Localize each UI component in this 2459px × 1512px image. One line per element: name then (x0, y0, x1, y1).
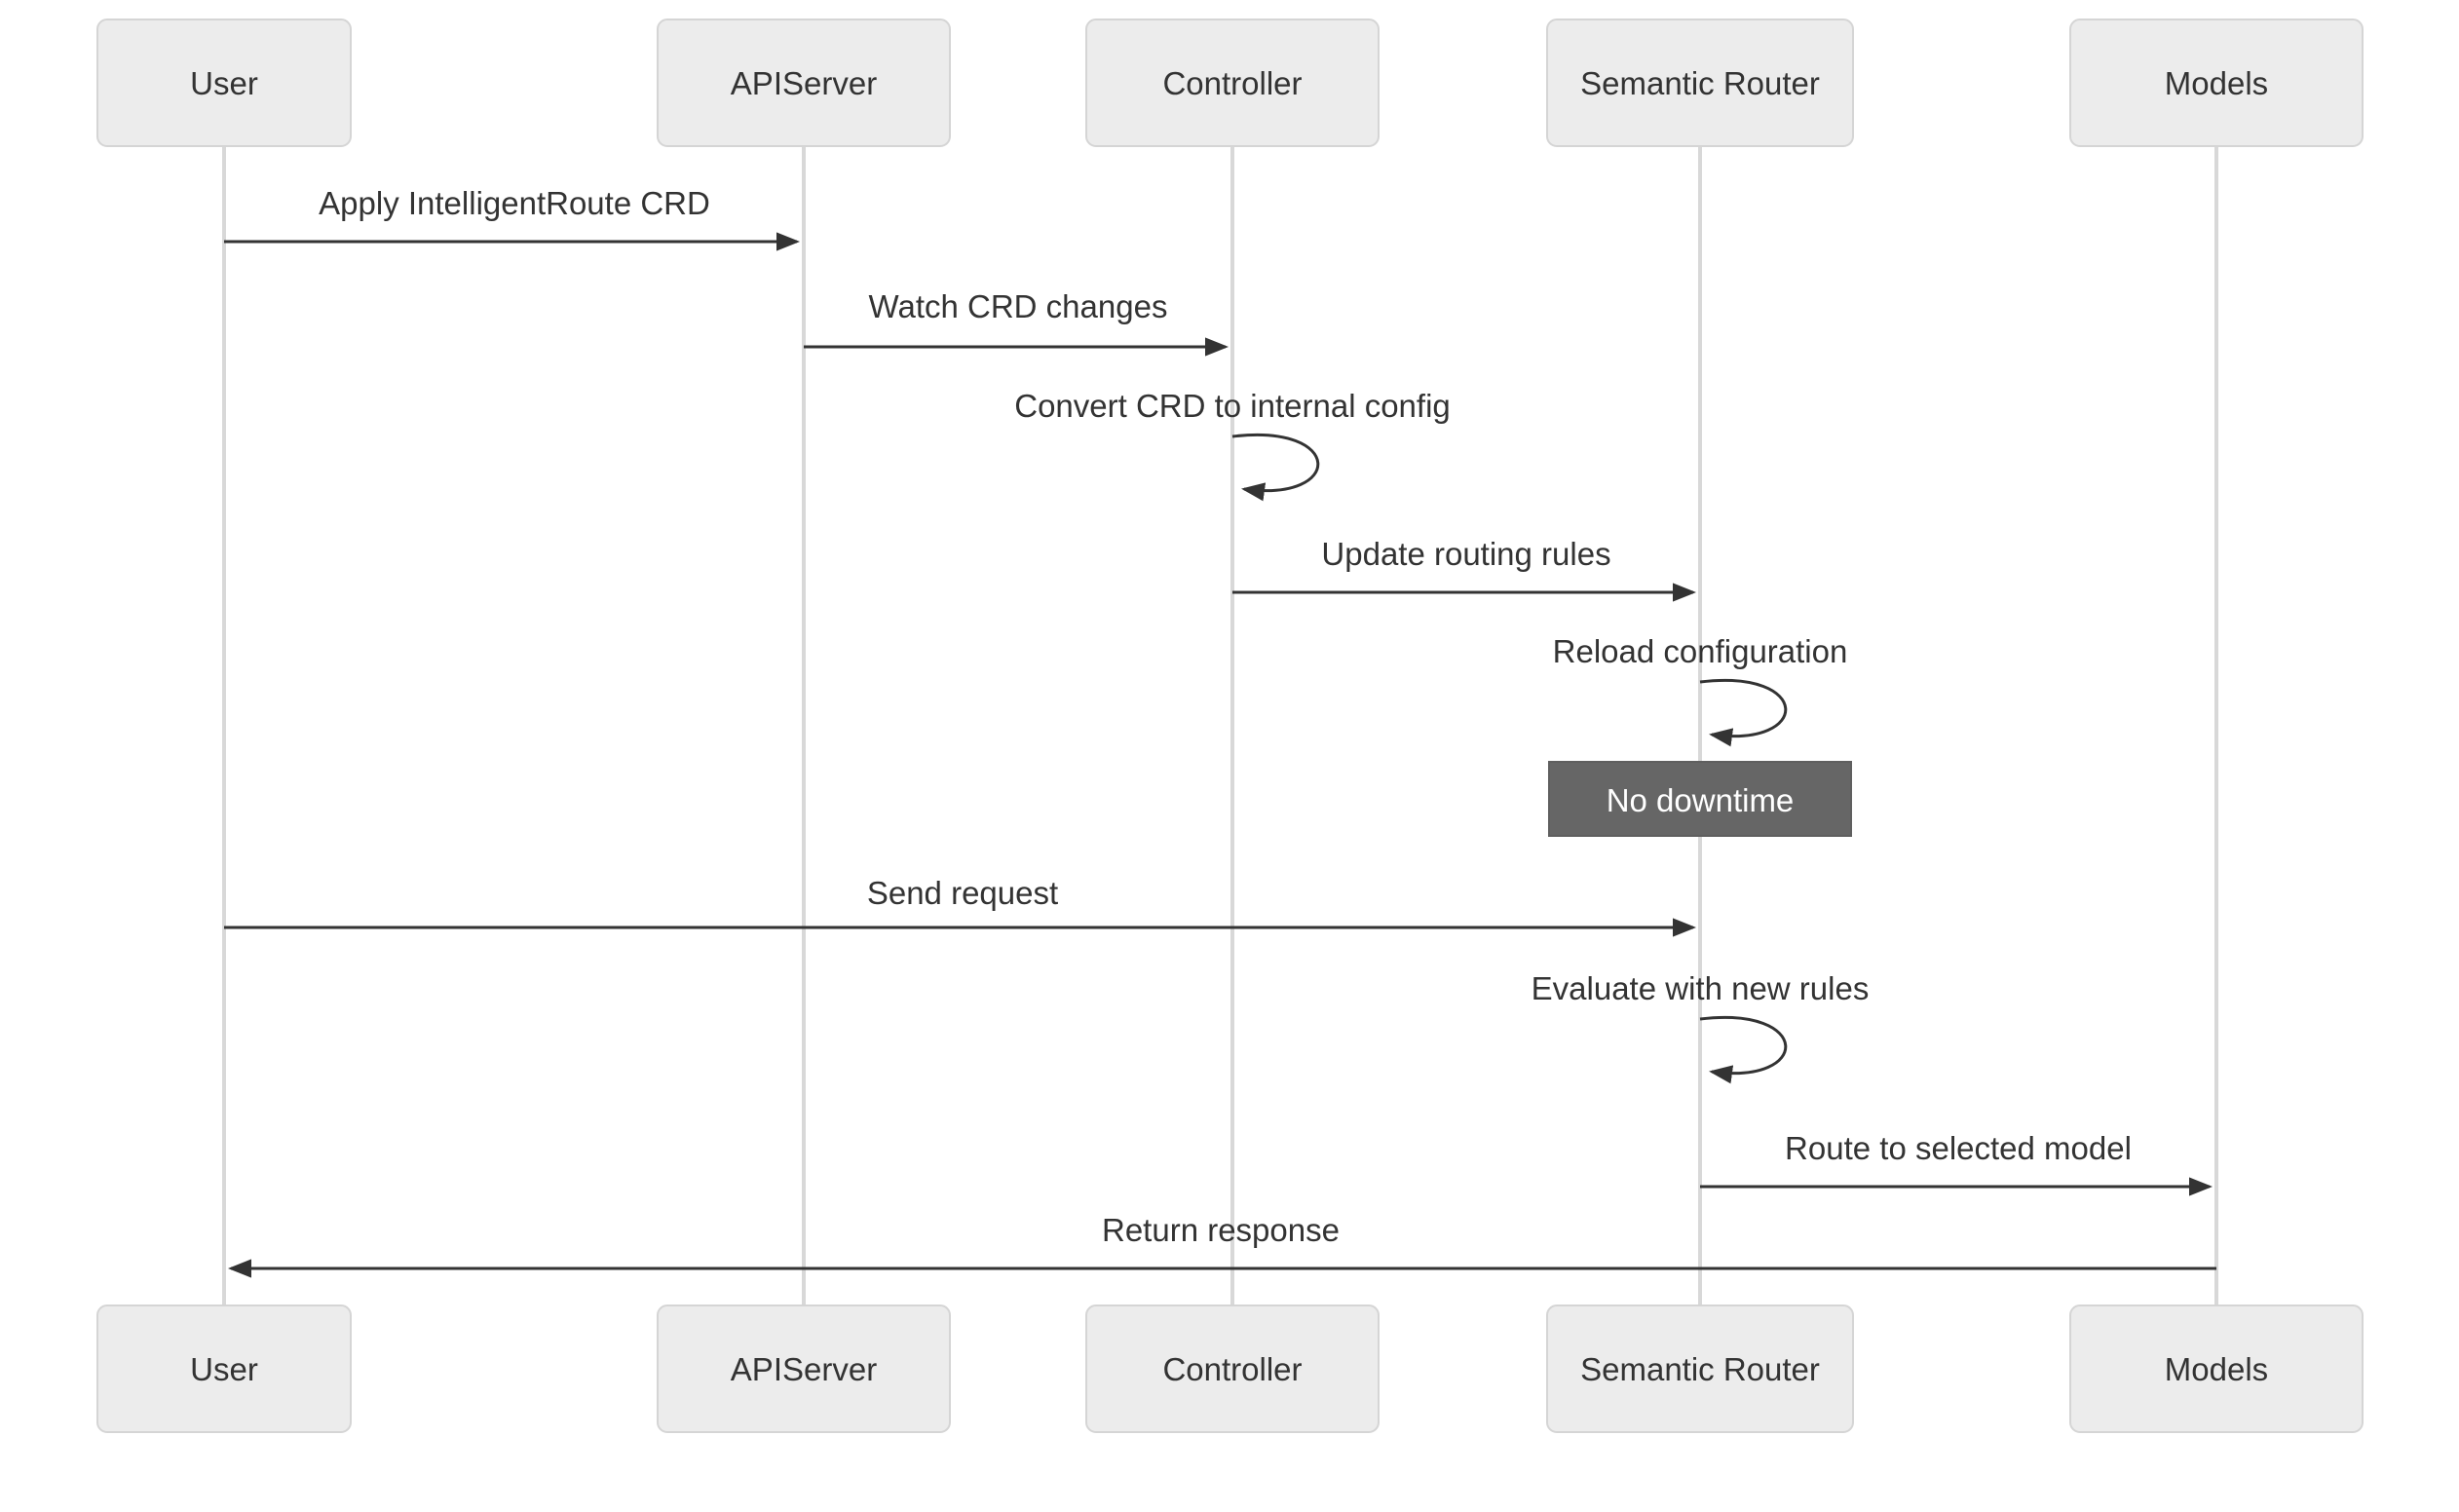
participant-apiserver-bottom-label: APIServer (731, 1351, 877, 1387)
message-return-response-label: Return response (1102, 1212, 1340, 1248)
participant-apiserver-top-box (657, 19, 951, 147)
participant-user-bottom-label: User (190, 1351, 258, 1387)
message-reload-config-label: Reload configuration (1553, 633, 1848, 669)
message-apply-crd-label: Apply IntelligentRoute CRD (319, 185, 710, 221)
message-evaluate-rules-self-loop-arrow (1699, 1016, 1788, 1084)
participant-user-top-label: User (190, 65, 258, 101)
message-update-rules-label: Update routing rules (1321, 536, 1610, 572)
participant-apiserver-top-label: APIServer (731, 65, 877, 101)
message-convert-crd-self-loop-arrow (1231, 434, 1320, 502)
participant-user-top-box (96, 19, 352, 147)
participant-semantic-router-bottom-box (1546, 1304, 1854, 1433)
participant-semantic-router-top-label: Semantic Router (1580, 65, 1820, 101)
participant-controller-bottom-label: Controller (1162, 1351, 1302, 1387)
message-send-request-label: Send request (867, 875, 1058, 911)
participant-apiserver-bottom-box (657, 1304, 951, 1433)
participant-user-bottom-box (96, 1304, 352, 1433)
participant-controller-top-label: Controller (1162, 65, 1302, 101)
note-no-downtime-box (1548, 761, 1852, 837)
participant-controller-bottom-box (1085, 1304, 1380, 1433)
message-reload-config-self-loop-arrow (1699, 679, 1788, 747)
participant-semantic-router-bottom-label: Semantic Router (1580, 1351, 1820, 1387)
participant-controller-top-box (1085, 19, 1380, 147)
participant-models-bottom-box (2069, 1304, 2364, 1433)
note-no-downtime-label: No downtime (1607, 782, 1795, 818)
participant-semantic-router-top-box (1546, 19, 1854, 147)
participant-models-bottom-label: Models (2165, 1351, 2268, 1387)
message-evaluate-rules-label: Evaluate with new rules (1532, 970, 1870, 1006)
message-watch-crd-label: Watch CRD changes (869, 288, 1168, 324)
participant-models-top-label: Models (2165, 65, 2268, 101)
participant-models-top-box (2069, 19, 2364, 147)
message-route-model-label: Route to selected model (1785, 1130, 2132, 1166)
message-convert-crd-label: Convert CRD to internal config (1014, 388, 1451, 424)
